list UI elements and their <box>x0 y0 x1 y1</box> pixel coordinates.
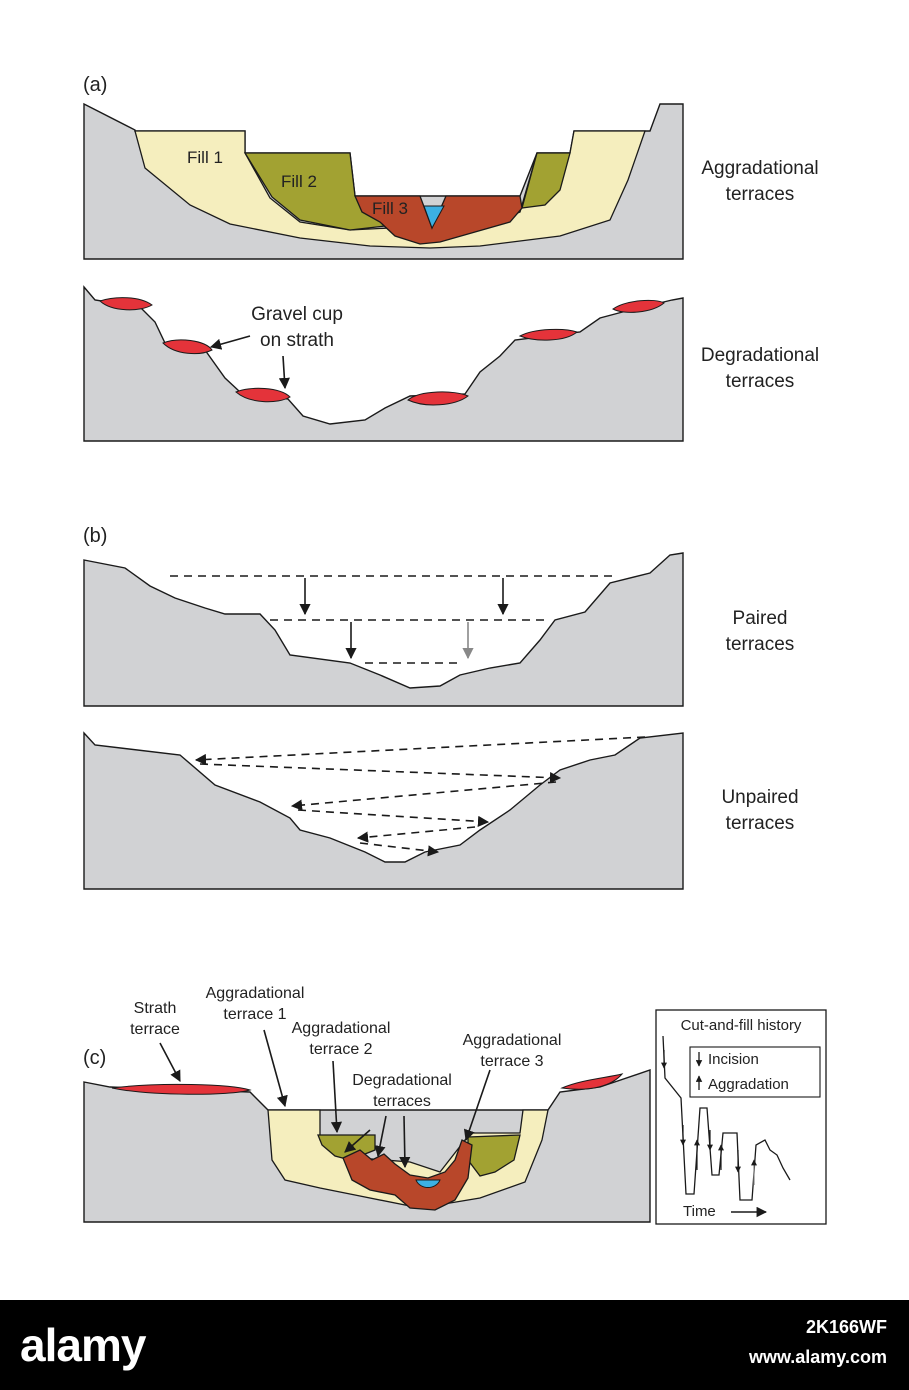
aggradational-cross-section <box>83 102 684 260</box>
label-line: terrace 3 <box>480 1053 544 1070</box>
unpaired-arrow <box>199 763 562 784</box>
fill-2-right <box>521 152 571 209</box>
gravel-cap <box>560 1073 624 1090</box>
aggradational-terrace-2-label: Aggradational terrace 2 <box>276 1018 406 1060</box>
fill-2-left <box>243 152 387 231</box>
gravel-cap <box>99 297 153 311</box>
pointer-arrow <box>263 1029 288 1108</box>
unpaired-arrow <box>359 842 440 857</box>
unpaired-arrow <box>194 736 646 766</box>
gravel-cap <box>518 328 579 341</box>
label-line: Aggradational <box>462 1032 562 1049</box>
inset-frame <box>655 1009 827 1225</box>
fill-1-label: Fill 1 <box>187 148 223 167</box>
aggradational-terrace-3-label: Aggradational terrace 3 <box>447 1030 577 1072</box>
degradational-terraces-c-label: Degradational terraces <box>335 1070 469 1112</box>
gravel-cap <box>235 387 291 403</box>
label-line: terrace 1 <box>223 1006 287 1023</box>
label-line: Paired <box>732 608 788 629</box>
gravel-arrow <box>209 335 251 350</box>
unpaired-arrow <box>290 781 557 811</box>
time-axis-label: Time <box>683 1203 716 1220</box>
label-line: terraces <box>725 634 795 655</box>
panel-c-letter: (c) <box>83 1047 107 1069</box>
label-line: Unpaired <box>721 787 799 808</box>
label-line: Aggradational <box>701 158 819 179</box>
pointer-arrow <box>344 1129 371 1153</box>
site-url: www.alamy.com <box>748 1347 887 1367</box>
unpaired-terraces-label: Unpaired terraces <box>700 785 820 837</box>
inset-title: Cut-and-fill history <box>681 1017 802 1034</box>
label-line: terraces <box>373 1093 431 1110</box>
terrace-diagram: Fill 1 Fill 2 Fill 3 <box>83 102 827 1225</box>
label-line: Degradational <box>700 345 820 366</box>
label-line: on strath <box>260 330 334 351</box>
label-line: terraces <box>725 184 795 205</box>
image-id: 2K166WF www.alamy.com <box>749 1312 887 1372</box>
bedrock <box>83 731 684 890</box>
river-water <box>423 205 445 230</box>
combined-cross-section <box>83 1029 651 1223</box>
pointer-arrow <box>330 1060 343 1134</box>
cut-and-fill-inset: Cut-and-fill history Incision Aggradatio… <box>655 1009 827 1225</box>
fill-2-label: Fill 2 <box>281 172 317 191</box>
gravel-cap <box>612 299 665 313</box>
cut-fill-curve <box>662 1035 791 1201</box>
label-line: terrace <box>130 1021 180 1038</box>
label-line: terrace 2 <box>309 1041 373 1058</box>
gravel-arrow <box>278 355 290 390</box>
aggradational-terrace-1-label: Aggradational terrace 1 <box>190 983 320 1025</box>
label-line: Gravel cup <box>251 304 343 325</box>
gravel-cap <box>162 339 213 355</box>
alamy-logo: alamy <box>20 1319 146 1371</box>
pointer-arrow <box>159 1042 181 1082</box>
panel-b-letter: (b) <box>83 525 108 547</box>
inset-legend-box <box>689 1046 821 1098</box>
paired-terraces-label: Paired terraces <box>700 606 820 658</box>
bedrock <box>83 552 684 707</box>
gravel-cap <box>407 391 469 406</box>
fill-1 <box>134 130 646 249</box>
pointer-arrow <box>374 1115 387 1158</box>
pointer-arrow <box>463 1069 491 1142</box>
bedrock <box>83 285 684 442</box>
label-line: Degradational <box>352 1072 452 1089</box>
label-line: terraces <box>725 371 795 392</box>
label-line: Aggradational <box>205 985 305 1002</box>
pointer-arrow <box>399 1115 411 1169</box>
fill-3-label: Fill 3 <box>372 199 408 218</box>
degradational-cross-section <box>83 285 684 442</box>
gravel-cap <box>111 1083 252 1095</box>
label-line: terraces <box>725 813 795 834</box>
label-line: Aggradational <box>291 1020 391 1037</box>
unpaired-arrow <box>356 826 476 843</box>
unpaired-cross-section <box>83 731 684 890</box>
legend-aggradation-label: Aggradation <box>708 1076 789 1093</box>
paired-cross-section <box>83 552 684 707</box>
degradational-terraces-label: Degradational terraces <box>688 343 832 395</box>
legend-incision-label: Incision <box>708 1051 759 1068</box>
footer-bar: alamy 2K166WF www.alamy.com <box>0 1300 909 1390</box>
aggradational-terraces-label: Aggradational terraces <box>690 156 830 208</box>
unpaired-arrow <box>297 809 490 827</box>
image-id-code: 2K166WF <box>805 1317 887 1337</box>
label-line: Strath <box>133 1000 177 1017</box>
panel-a-letter: (a) <box>83 74 108 96</box>
gravel-cap-label: Gravel cup on strath <box>238 302 356 354</box>
river-water <box>415 1179 441 1188</box>
strath-terrace-label: Strath terrace <box>110 998 200 1040</box>
